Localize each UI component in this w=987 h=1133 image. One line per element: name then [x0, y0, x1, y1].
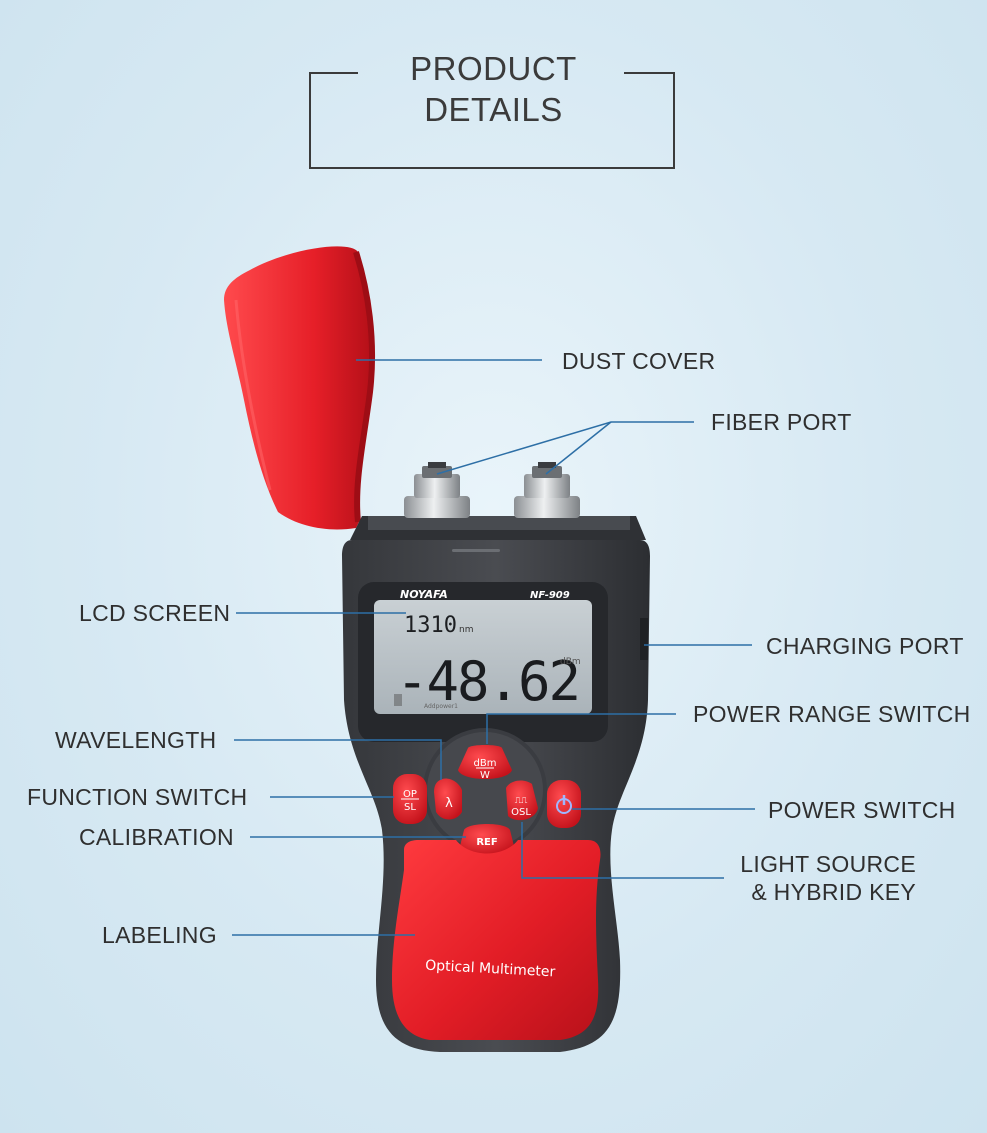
key-lambda[interactable]: λ — [434, 778, 462, 820]
brand-logo: NOYAFA — [400, 588, 448, 601]
lcd-small-text: Addpower1 — [424, 703, 458, 710]
svg-text:W: W — [480, 770, 490, 781]
callout-light-source-line1: LIGHT SOURCE — [740, 851, 916, 877]
page-title: PRODUCT — [0, 49, 987, 89]
svg-text:dBm: dBm — [474, 758, 497, 769]
fiber-port-right — [514, 462, 580, 518]
power-icon — [556, 795, 572, 814]
leader-wavelength — [234, 739, 442, 780]
leader-fiber-port-2 — [545, 421, 612, 475]
callout-charging-port: CHARGING PORT — [766, 633, 964, 659]
model-number: NF-909 — [530, 590, 570, 601]
leader-light-source — [521, 822, 724, 879]
key-op-sl[interactable]: OP SL — [393, 774, 427, 824]
key-power[interactable] — [547, 780, 581, 828]
lcd-power-unit: dBm — [560, 657, 581, 667]
lcd-screen: NOYAFA NF-909 1310 nm -48.62 dBm Addpowe… — [358, 582, 608, 742]
svg-text:OP: OP — [403, 789, 417, 800]
leader-lines — [232, 359, 755, 936]
page-title-line1: PRODUCT — [410, 50, 577, 87]
callout-fiber-port: FIBER PORT — [711, 409, 852, 435]
title-frame — [309, 72, 675, 169]
device-top — [350, 516, 646, 540]
fiber-port-left — [404, 462, 470, 518]
callout-calibration: CALIBRATION — [79, 824, 234, 850]
svg-text:OSL: OSL — [511, 807, 531, 818]
label-text: Optical Multimeter — [425, 958, 556, 981]
dust-cover — [224, 246, 376, 530]
lcd-wavelength-unit: nm — [459, 625, 473, 635]
callout-power-range-switch: POWER RANGE SWITCH — [693, 701, 971, 727]
key-osl[interactable]: ⎍⎍ OSL — [506, 780, 538, 821]
key-ref[interactable]: REF — [460, 824, 514, 855]
callout-dust-cover: DUST COVER — [562, 348, 716, 374]
page-title-line2: DETAILS — [424, 91, 563, 128]
svg-text:SL: SL — [404, 802, 416, 813]
callout-lcd-screen: LCD SCREEN — [79, 600, 231, 626]
svg-text:⎍⎍: ⎍⎍ — [515, 796, 528, 806]
callout-wavelength: WAVELENGTH — [55, 727, 217, 753]
label-plate: Optical Multimeter — [392, 840, 601, 1040]
leader-fiber-port — [436, 421, 694, 475]
page-title-second: DETAILS — [0, 90, 987, 130]
callout-function-switch: FUNCTION SWITCH — [27, 784, 248, 810]
callout-light-source-line2: & HYBRID KEY — [751, 879, 916, 905]
lcd-wavelength-value: 1310 — [404, 613, 457, 638]
keypad — [423, 728, 547, 852]
callout-labeling: LABELING — [102, 922, 217, 948]
svg-text:λ: λ — [445, 796, 453, 811]
lcd-power-value: -48.62 — [396, 650, 579, 713]
key-dbm-w[interactable]: dBm W — [458, 745, 512, 781]
svg-text:REF: REF — [476, 837, 497, 848]
leader-power-range — [486, 713, 676, 744]
callout-light-source: LIGHT SOURCE & HYBRID KEY — [740, 850, 916, 906]
callout-power-switch: POWER SWITCH — [768, 797, 956, 823]
